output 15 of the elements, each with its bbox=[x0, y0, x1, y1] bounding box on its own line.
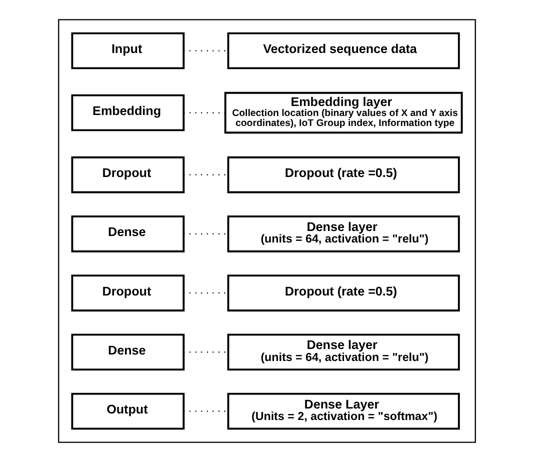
node-box: Dense bbox=[71, 334, 185, 371]
node-box: Vectorized sequence data bbox=[227, 32, 460, 70]
node-box: Dropout bbox=[71, 274, 185, 312]
node-box: Dense Layer (Units = 2, activation = "softmax") bbox=[227, 392, 460, 430]
node-box: Dense bbox=[71, 216, 185, 252]
cluster bbox=[58, 19, 476, 443]
node-box: Dropout (rate =0.5) bbox=[227, 156, 460, 194]
node-box: Embedding bbox=[71, 94, 185, 132]
node-box: Dropout (rate =0.5) bbox=[227, 274, 460, 312]
node-box: Dense layer (units = 64, activation = "relu") bbox=[227, 216, 460, 252]
node-box: Embedding layer Collection location (binary values of X and Y axis coordinates), IoT Group index, Information type bbox=[224, 92, 463, 134]
node-box: Output bbox=[71, 392, 185, 430]
node-box: Dense layer (units = 64, activation = "relu") bbox=[227, 334, 460, 371]
node-box: Input bbox=[71, 32, 185, 70]
node-box: Dropout bbox=[71, 156, 185, 194]
